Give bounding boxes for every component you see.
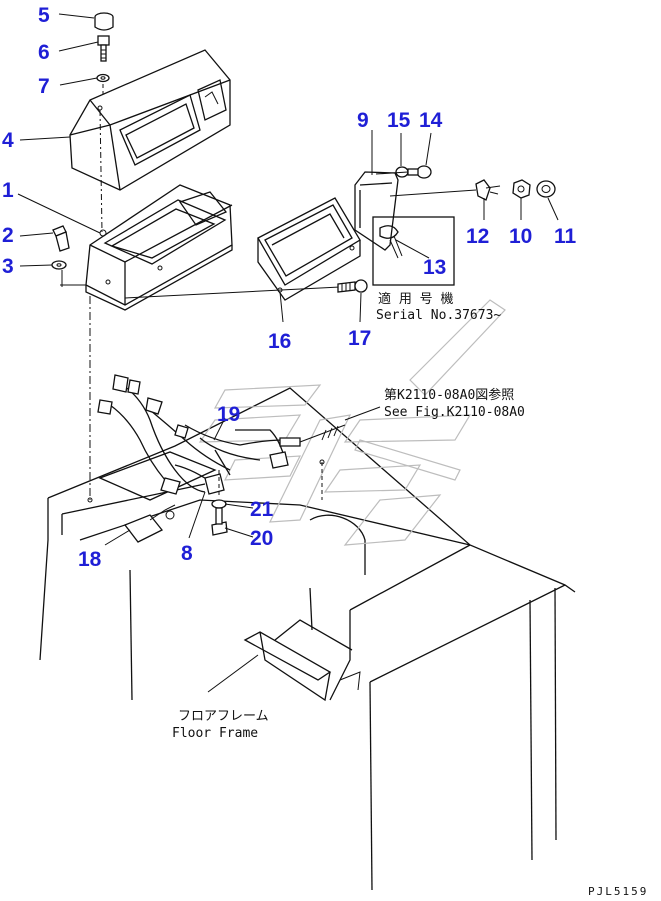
callout-3: 3 [2,255,14,278]
callout-7: 7 [38,75,50,98]
connector-part-18 [123,504,176,543]
washer-part-7 [96,73,110,83]
bracket-part-9 [354,171,399,251]
callout-5: 5 [38,4,50,27]
callout-numbers: 5 6 7 4 1 2 3 9 15 14 12 10 11 13 16 17 … [2,4,577,571]
bracket-part-1 [85,184,233,311]
drawing-code: PJL5159 [588,885,648,898]
serial-box [372,216,455,286]
bolt-part-17 [337,279,368,293]
washer-part-21 [211,499,227,509]
cover-part-4 [69,49,231,191]
callout-11: 11 [554,225,577,248]
switch-part-12 [389,179,501,201]
bolt-part-20 [211,507,228,536]
plate-part-16 [257,197,361,301]
watermark-logo [198,299,506,546]
callout-14: 14 [419,109,443,132]
callout-6: 6 [38,41,50,64]
wiring-harness-part-8 [97,374,346,495]
callout-9: 9 [357,109,369,132]
notes: 適 用 号 機 Serial No.37673~ 第K2110-08A0図参照 … [172,291,525,741]
bolt-part-2 [52,225,70,252]
nut-part-10 [512,179,531,199]
callout-15: 15 [387,109,411,132]
knob-part-11 [536,180,556,198]
callout-19: 19 [217,403,240,426]
serial-note-jp: 適 用 号 機 [378,291,453,307]
washer-part-3 [51,260,67,270]
callout-10: 10 [509,225,532,248]
callout-1: 1 [2,179,14,202]
callout-8: 8 [181,542,193,565]
see-fig-note-jp: 第K2110-08A0図参照 [384,387,514,403]
floor-frame [39,387,576,891]
callout-16: 16 [268,330,291,353]
callout-17: 17 [348,327,371,350]
leader-lines [17,13,559,693]
screw-part-14 [407,165,432,179]
floor-frame-label-en: Floor Frame [172,726,258,741]
callout-18: 18 [78,548,102,571]
callout-4: 4 [2,129,14,152]
callout-13: 13 [423,256,446,279]
callout-2: 2 [2,224,14,247]
see-fig-note-en: See Fig.K2110-08A0 [384,405,525,420]
bolt-part-6 [97,35,110,62]
serial-note-en: Serial No.37673~ [376,308,501,323]
floor-frame-label-jp: フロアフレーム [178,709,269,724]
callout-21: 21 [250,498,274,521]
cap-part-5 [94,12,114,31]
callout-12: 12 [466,225,489,248]
callout-20: 20 [250,527,273,550]
